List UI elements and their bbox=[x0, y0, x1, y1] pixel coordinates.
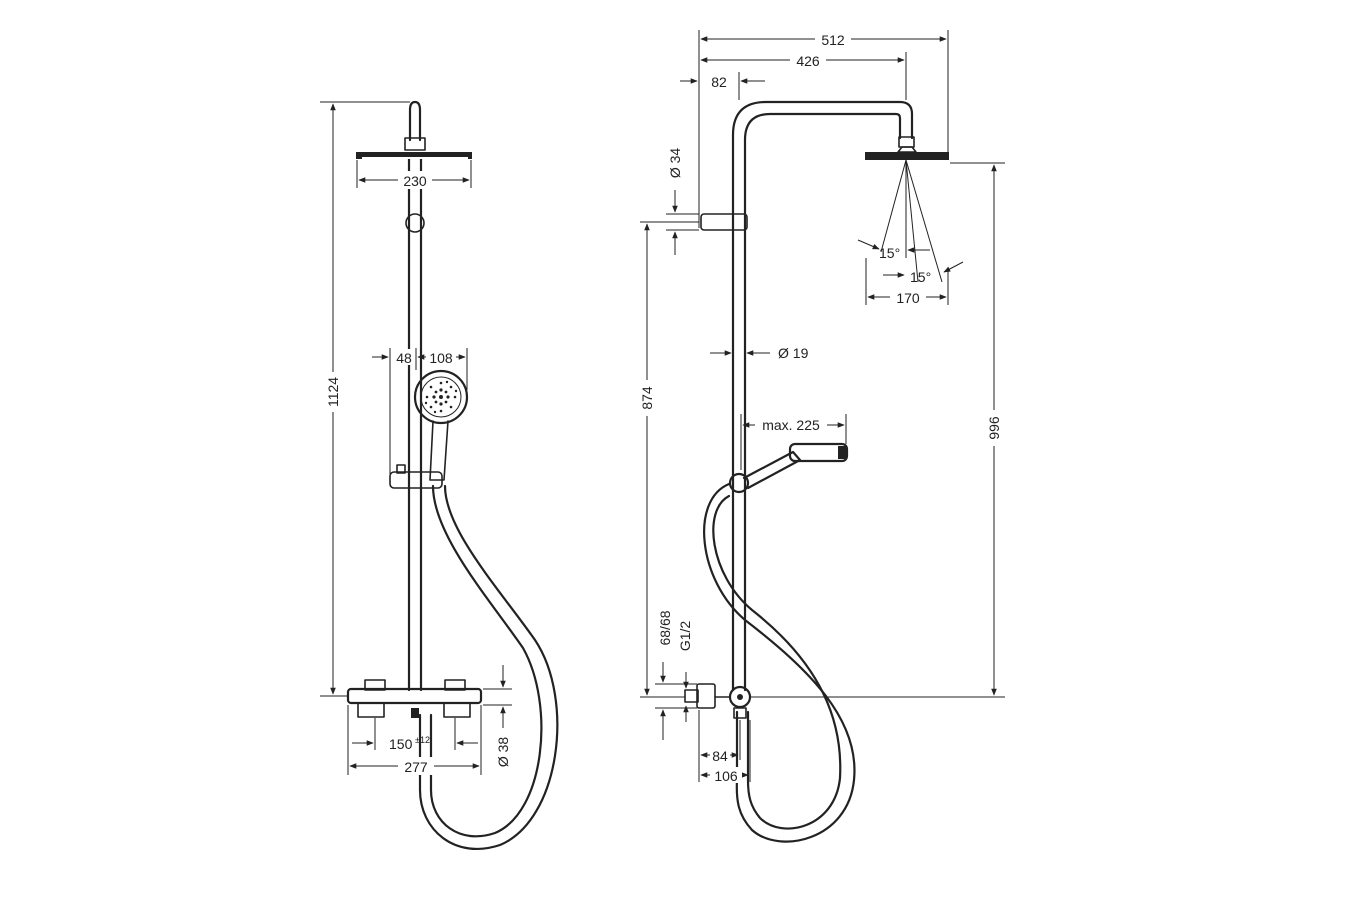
side-head-joint bbox=[897, 146, 917, 153]
side-thermo-knob-center bbox=[737, 694, 743, 700]
side-hose-inner bbox=[712, 494, 842, 830]
dim-pipe-dia-upper-label: Ø 34 bbox=[667, 148, 683, 179]
front-hand-shower-nozzles bbox=[424, 380, 458, 414]
dim-thermo-width-label: 277 bbox=[404, 759, 428, 775]
front-outlet bbox=[411, 708, 419, 718]
dim-spray-angle-2-arrow-right bbox=[943, 261, 964, 273]
front-hose-inner bbox=[429, 484, 543, 838]
dim-spray-angle-1-label: 15° bbox=[879, 245, 900, 261]
dim-depth-106-label: 106 bbox=[714, 768, 738, 784]
dim-thermo-spacing-label: 150 bbox=[389, 736, 413, 752]
dim-thermo-dia-label: Ø 38 bbox=[495, 737, 511, 768]
side-slider-ball bbox=[728, 472, 750, 494]
side-hand-shower-handle-top bbox=[742, 450, 802, 490]
front-head-holes bbox=[362, 157, 468, 159]
side-overhead-shower bbox=[865, 152, 949, 160]
side-hand-shower-head bbox=[788, 442, 849, 463]
front-overhead-shower bbox=[356, 152, 472, 159]
dim-arm-reach-label: 426 bbox=[796, 53, 820, 69]
dim-depth-84-label: 84 bbox=[712, 748, 728, 764]
dim-spray-angle-2-label: 15° bbox=[910, 269, 931, 285]
front-hand-shower-head bbox=[413, 369, 469, 425]
front-riser-top bbox=[408, 100, 422, 142]
front-head-connector bbox=[404, 137, 426, 151]
front-thermostat-knob-right bbox=[444, 679, 466, 691]
dim-hand-offset-label: 48 bbox=[396, 350, 412, 366]
front-thermostat-knob-left bbox=[364, 679, 386, 691]
dim-spray-angle-1-arrow-left bbox=[857, 239, 880, 250]
dim-hand-reach-label: max. 225 bbox=[762, 417, 820, 433]
dim-holder-height-label: 874 bbox=[639, 386, 655, 410]
front-thermostat-leg-left bbox=[357, 702, 385, 718]
side-thermo-connector bbox=[684, 689, 699, 703]
front-hand-shower-ring bbox=[420, 376, 462, 418]
dim-head-width-label: 230 bbox=[403, 173, 427, 189]
side-arm-inner bbox=[743, 112, 902, 692]
front-hose-outer bbox=[418, 484, 559, 851]
dim-spray-width-label: 170 bbox=[896, 290, 920, 306]
side-arm-outer bbox=[731, 100, 914, 692]
front-hand-shower-handle bbox=[429, 420, 449, 481]
dim-overall-width-label: 512 bbox=[821, 32, 845, 48]
side-wall-bracket bbox=[700, 213, 748, 231]
dim-thermo-spacing-tol: ±12 bbox=[415, 735, 430, 745]
dim-connection-thread-label: G1/2 bbox=[677, 621, 693, 652]
dim-height-total-label: 1124 bbox=[325, 377, 341, 407]
front-thermostat-leg-right bbox=[443, 702, 471, 718]
front-view: 1124 230 48 108 150 ±12 277 bbox=[320, 100, 559, 851]
dim-head-height-label: 996 bbox=[986, 416, 1002, 440]
side-view: 512 426 82 Ø 34 874 Ø 19 max. 225 bbox=[639, 30, 1005, 843]
front-pipe-joint bbox=[405, 213, 425, 233]
side-hose-outer bbox=[703, 482, 856, 843]
dim-connection-dims-label: 68/68 bbox=[657, 610, 673, 645]
side-thermo-outlet bbox=[733, 707, 747, 719]
front-thermostat-bar bbox=[346, 687, 483, 705]
front-slider-knob bbox=[396, 464, 406, 474]
side-spray-lines bbox=[880, 159, 943, 283]
dim-wall-offset-label: 82 bbox=[711, 74, 727, 90]
side-thermo-body bbox=[696, 683, 716, 709]
side-hand-shower-face bbox=[838, 446, 846, 459]
dim-hand-width-label: 108 bbox=[429, 350, 453, 366]
dim-pipe-dia-label: Ø 19 bbox=[778, 345, 809, 361]
